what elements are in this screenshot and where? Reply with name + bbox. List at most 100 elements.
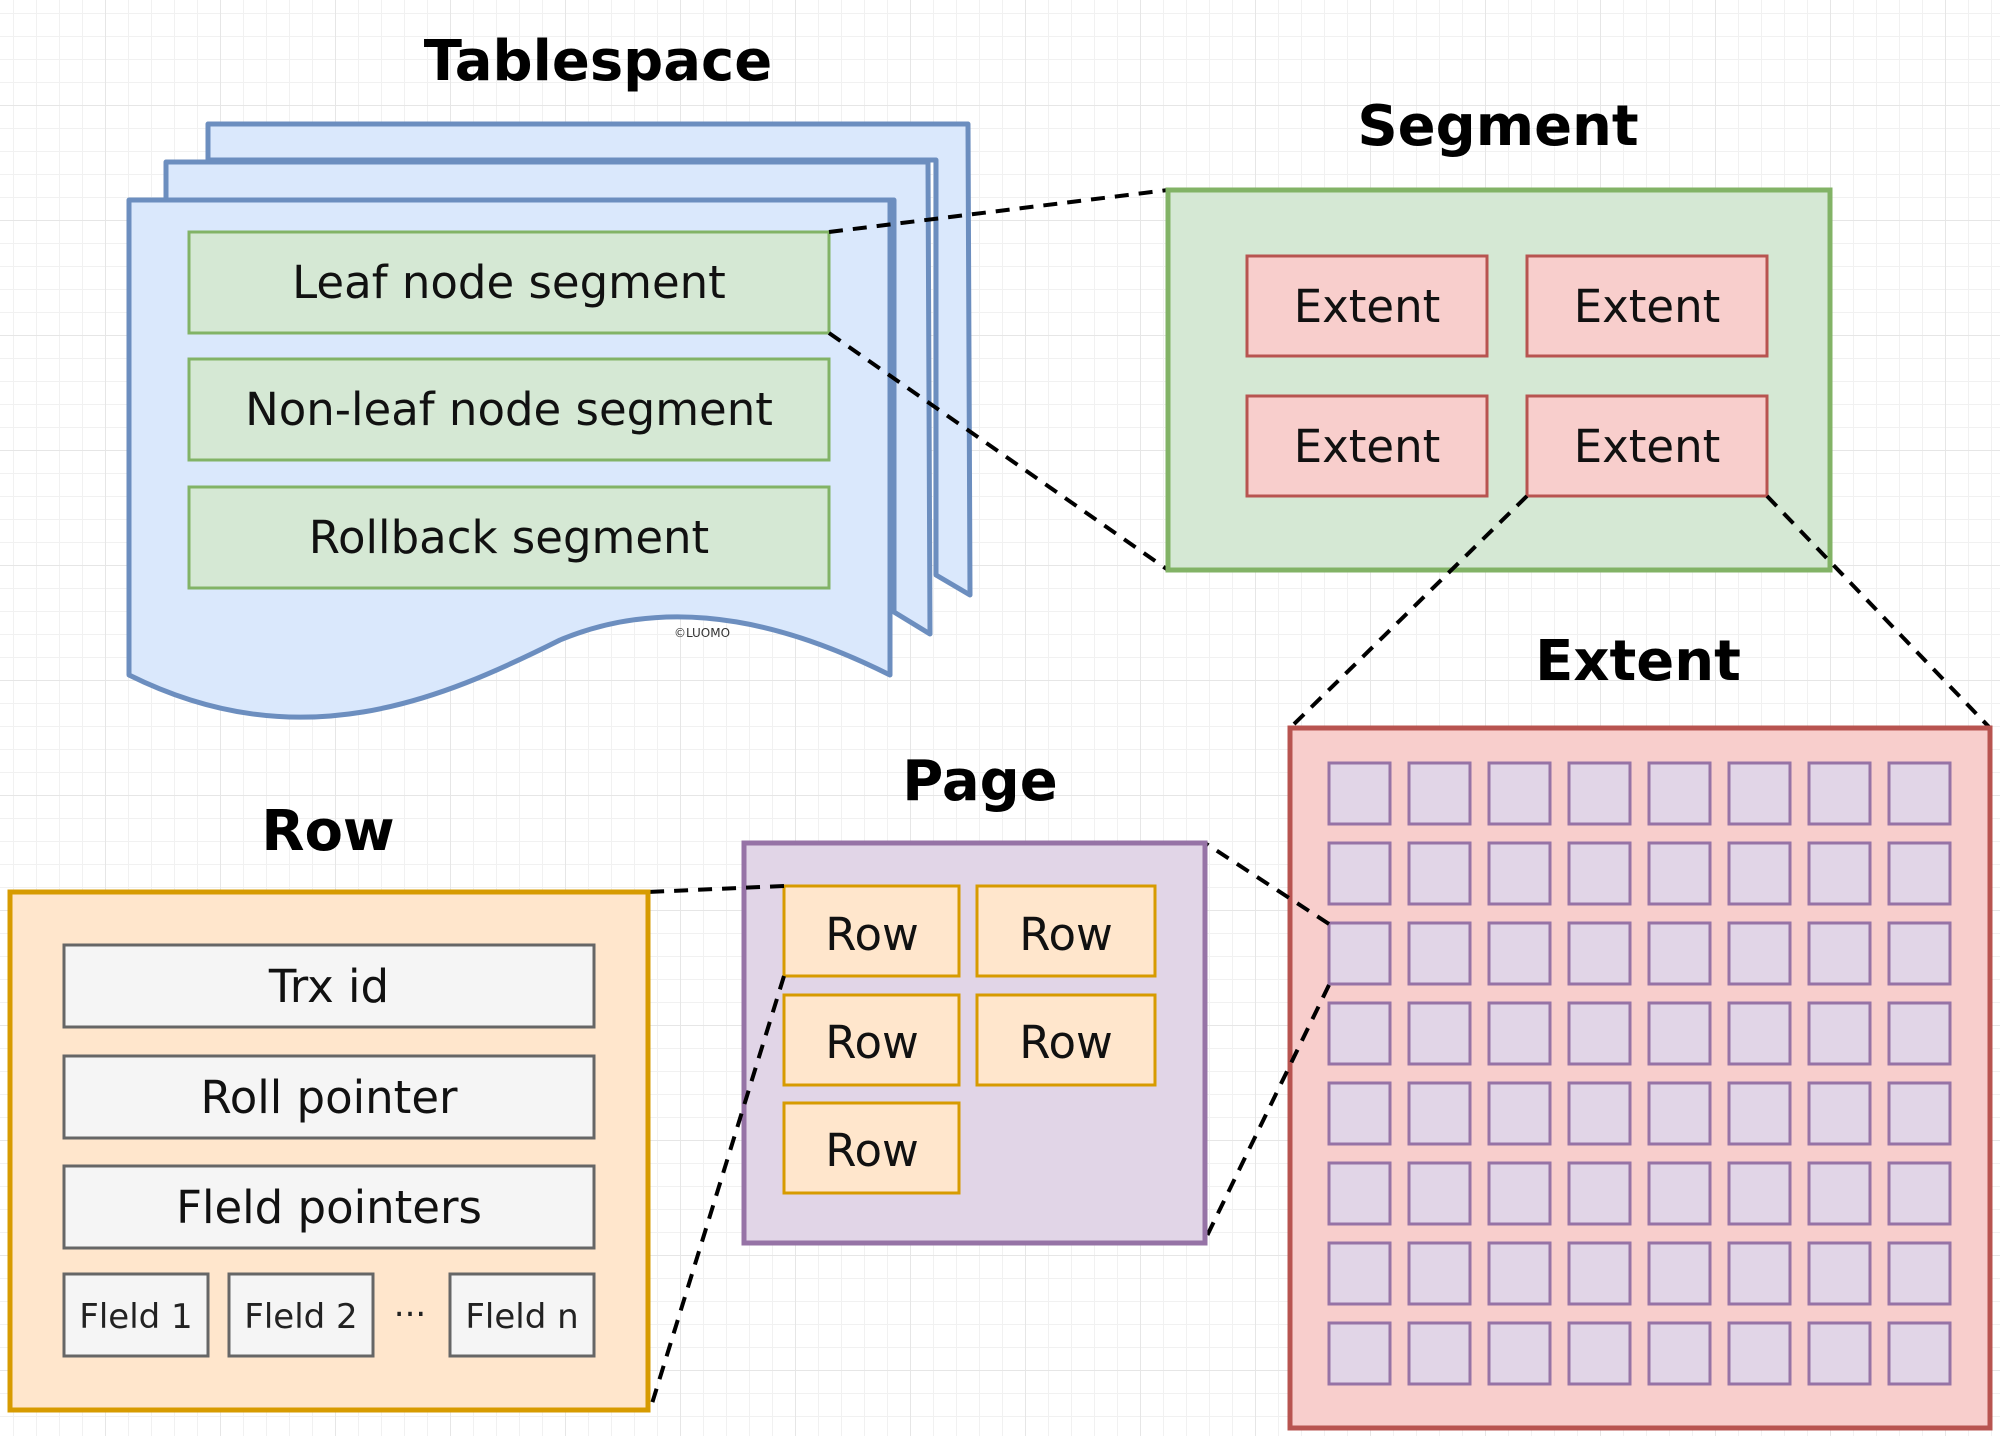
row-group: Row Trx id Roll pointer Fleld pointers F… <box>7 799 651 1413</box>
extent-page-cell <box>1887 1161 1952 1226</box>
extent-page-cell <box>1727 921 1792 986</box>
extent-page-cell <box>1407 841 1472 906</box>
extent-page-cell <box>1647 841 1712 906</box>
extent-page-cell <box>1887 841 1952 906</box>
row-title: Row <box>261 799 394 864</box>
extent-page-cell <box>1567 921 1632 986</box>
segment-label-non-leaf: Non-leaf node segment <box>245 383 773 436</box>
page-title: Page <box>902 749 1057 814</box>
page-row-2: Row <box>975 884 1157 978</box>
extent-page-cell <box>1487 761 1552 826</box>
extent-page-cell <box>1487 1081 1552 1146</box>
row-field-trx-id: Trx id <box>62 943 596 1029</box>
extent-page-grid <box>1327 761 1952 1386</box>
extent-page-cell <box>1407 1161 1472 1226</box>
extent-page-cell <box>1327 761 1392 826</box>
extent-page-cell <box>1727 1321 1792 1386</box>
page-row-3: Row <box>782 993 961 1087</box>
segment-group: Segment Extent Extent Extent Extent <box>1165 94 1833 573</box>
page-row-label: Row <box>1019 1016 1113 1069</box>
extent-page-cell <box>1807 1161 1872 1226</box>
extent-page-cell <box>1327 1321 1392 1386</box>
extent-page-cell <box>1887 921 1952 986</box>
extent-page-cell <box>1407 1081 1472 1146</box>
extent-page-cell <box>1727 1001 1792 1066</box>
segment-extent-label: Extent <box>1294 280 1441 333</box>
extent-page-cell <box>1807 1081 1872 1146</box>
segment-extent-1: Extent <box>1245 254 1489 358</box>
extent-page-cell <box>1727 1081 1792 1146</box>
segment-extent-2: Extent <box>1525 254 1769 358</box>
extent-page-cell <box>1487 1321 1552 1386</box>
extent-page-cell <box>1567 1161 1632 1226</box>
extent-page-cell <box>1807 761 1872 826</box>
row-column-label: Fleld 2 <box>244 1297 357 1337</box>
segment-extent-4: Extent <box>1525 394 1769 498</box>
extent-page-cell <box>1807 1321 1872 1386</box>
extent-page-cell <box>1647 761 1712 826</box>
segment-label-leaf: Leaf node segment <box>292 256 726 309</box>
extent-page-cell <box>1487 1001 1552 1066</box>
extent-group: Extent <box>1287 629 1993 1431</box>
extent-page-cell <box>1327 1161 1392 1226</box>
row-column-ellipsis: ... <box>394 1285 426 1325</box>
row-column-label: Fleld n <box>465 1297 578 1337</box>
segment-extent-label: Extent <box>1574 420 1721 473</box>
row-field-label: Roll pointer <box>200 1071 458 1124</box>
extent-page-cell <box>1407 921 1472 986</box>
segment-extent-label: Extent <box>1294 420 1441 473</box>
connector-page-top <box>1203 841 1331 926</box>
page-row-label: Row <box>825 908 919 961</box>
page-row-4: Row <box>975 993 1157 1087</box>
connector-extent-right <box>1765 494 1992 730</box>
extent-page-cell <box>1487 841 1552 906</box>
tablespace-segment-non-leaf: Non-leaf node segment <box>187 357 831 462</box>
extent-page-cell <box>1407 761 1472 826</box>
extent-page-cell <box>1567 1321 1632 1386</box>
extent-page-cell <box>1807 841 1872 906</box>
page-row-label: Row <box>1019 908 1113 961</box>
extent-page-cell <box>1327 1081 1392 1146</box>
tablespace-group: Tablespace ©LUOMO Leaf node segment Non-… <box>126 29 973 720</box>
row-field-label: Fleld pointers <box>176 1181 482 1234</box>
extent-page-cell <box>1647 1161 1712 1226</box>
extent-page-cell <box>1887 1001 1952 1066</box>
extent-page-cell <box>1327 921 1392 986</box>
extent-page-cell <box>1567 1001 1632 1066</box>
extent-page-cell <box>1647 1001 1712 1066</box>
extent-page-cell <box>1727 841 1792 906</box>
row-column-field-n: Fleld n <box>448 1272 596 1358</box>
extent-page-cell <box>1807 1241 1872 1306</box>
segment-extent-3: Extent <box>1245 394 1489 498</box>
tablespace-segment-rollback: Rollback segment <box>187 485 831 590</box>
extent-page-cell <box>1407 1241 1472 1306</box>
extent-page-cell <box>1887 1321 1952 1386</box>
extent-page-cell <box>1887 761 1952 826</box>
extent-page-cell <box>1567 761 1632 826</box>
extent-page-cell <box>1647 1321 1712 1386</box>
extent-page-cell <box>1887 1241 1952 1306</box>
connector-row-bottom <box>648 975 786 1411</box>
segment-title: Segment <box>1357 94 1638 159</box>
connector-leaf-to-segment-bottom <box>827 331 1170 572</box>
connector-leaf-to-segment-top <box>828 188 1169 234</box>
row-column-field-1: Fleld 1 <box>62 1272 210 1358</box>
extent-page-cell <box>1407 1321 1472 1386</box>
row-field-roll-pointer: Roll pointer <box>62 1054 596 1140</box>
extent-page-cell <box>1567 1081 1632 1146</box>
extent-page-cell <box>1887 1081 1952 1146</box>
extent-page-cell <box>1487 921 1552 986</box>
page-row-5: Row <box>782 1101 961 1195</box>
extent-page-cell <box>1807 921 1872 986</box>
extent-page-cell <box>1727 761 1792 826</box>
extent-page-cell <box>1727 1161 1792 1226</box>
page-row-1: Row <box>782 884 961 978</box>
extent-page-cell <box>1407 1001 1472 1066</box>
extent-page-cell <box>1487 1241 1552 1306</box>
extent-title: Extent <box>1535 629 1741 694</box>
watermark: ©LUOMO <box>674 626 730 640</box>
extent-page-cell <box>1567 841 1632 906</box>
extent-page-cell <box>1327 1241 1392 1306</box>
tablespace-segment-leaf: Leaf node segment <box>187 230 831 335</box>
